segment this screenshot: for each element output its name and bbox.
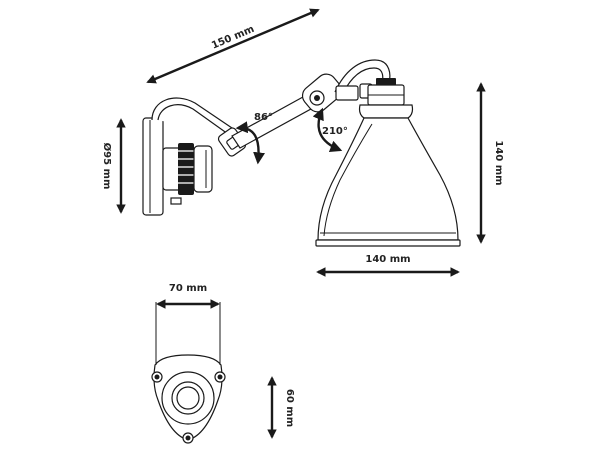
lamp-holder xyxy=(162,143,213,195)
dim-shade-height: 140 mm xyxy=(476,82,504,244)
dim-arm-length: 150 mm xyxy=(146,8,320,84)
dim-mount-width: 70 mm xyxy=(155,283,221,365)
dim-mount-width-label: 70 mm xyxy=(169,283,207,294)
dim-mount-height-label: 60 mm xyxy=(284,389,295,427)
dim-mount-height: 60 mm xyxy=(267,376,295,439)
angle-shade-rotation-label: 210° xyxy=(322,126,348,137)
dim-shade-width-label: 140 mm xyxy=(365,254,410,265)
dim-shade-width: 140 mm xyxy=(316,254,460,277)
angle-arm-rotation: 86° xyxy=(235,112,273,165)
dim-arm-length-label: 150 mm xyxy=(210,24,256,52)
lamp-shade xyxy=(315,84,461,247)
front-view-mount xyxy=(151,354,226,444)
curved-arm xyxy=(151,97,233,135)
knob xyxy=(301,73,343,113)
angle-shade-rotation: 210° xyxy=(312,107,348,153)
shade-bracket xyxy=(334,59,396,101)
dim-plate-diameter: Ø95 mm xyxy=(101,118,126,214)
dim-shade-height-label: 140 mm xyxy=(493,140,504,185)
angle-arm-rotation-label: 86° xyxy=(254,112,273,123)
dim-plate-diameter-label: Ø95 mm xyxy=(101,143,113,190)
